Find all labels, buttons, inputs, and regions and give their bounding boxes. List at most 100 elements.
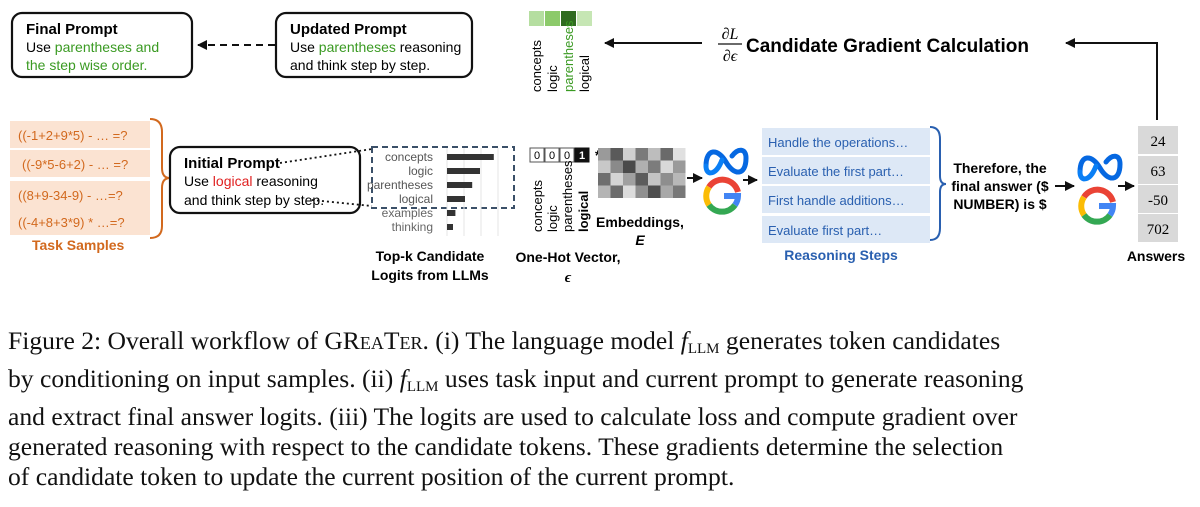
onehot-value-2: 0	[549, 150, 555, 162]
figure-caption: Figure 2: Overall workflow of GReaTer. (…	[8, 326, 1194, 492]
answer-2: 63	[1151, 164, 1166, 180]
caption-figure-label: Figure 2: Overall workflow of	[8, 326, 325, 355]
answer-bg-1	[1138, 126, 1178, 154]
topk-token-3: parentheses	[367, 178, 433, 192]
caption-line-5: of candidate token to update the current…	[8, 462, 735, 491]
embedding-cell	[623, 160, 636, 173]
topk-token-6: thinking	[392, 220, 433, 234]
topk-bar-1	[447, 154, 494, 160]
embedding-cell	[673, 173, 686, 186]
reasoning-step-4: Evaluate first part…	[768, 223, 882, 238]
onehot-token-concepts: concepts	[530, 179, 545, 232]
caption-line-4: generated reasoning with respect to the …	[8, 432, 1004, 461]
updated-prompt-line1-suffix: reasoning	[396, 39, 461, 55]
gradient-title: Candidate Gradient Calculation	[746, 36, 1029, 57]
embedding-cell	[673, 160, 686, 173]
reasoning-steps-label: Reasoning Steps	[784, 247, 898, 263]
task-samples-brace	[149, 118, 171, 239]
embedding-cell	[623, 148, 636, 161]
task-sample-bg-3	[10, 181, 150, 208]
onehot-label-line1: One-Hot Vector,	[515, 249, 620, 265]
topk-label-line2: Logits from LLMs	[371, 267, 489, 283]
reasoning-step-bg-3	[762, 186, 930, 213]
onehot-label-line2: ϵ	[565, 270, 572, 286]
embedding-cell	[598, 160, 611, 173]
therefore-line2: final answer ($	[951, 178, 1048, 194]
meta-logo-icon-2	[1077, 153, 1123, 182]
workflow-figure: Final Prompt Use parentheses and the ste…	[10, 11, 1185, 286]
embedding-cell	[635, 160, 648, 173]
gradient-tokens: concepts logic parentheses logical	[529, 20, 592, 92]
answers: 24 63 -50 702 Answers	[1127, 126, 1185, 264]
task-sample-2: ((-9*5-6+2) - … =?	[22, 157, 128, 172]
embedding-cell	[635, 173, 648, 186]
reasoning-steps: Handle the operations… Evaluate the firs…	[762, 126, 947, 263]
onehot-vector: 0 0 0 1 *	[529, 147, 601, 163]
task-sample-1: ((-1+2+9*5) - … =?	[18, 128, 127, 143]
gradient-square-concepts	[529, 11, 544, 26]
caption-line1-end: generates token candidates	[719, 326, 1001, 355]
embedding-cell	[598, 148, 611, 161]
gradient-square-logic	[545, 11, 560, 26]
updated-prompt-highlight: parentheses	[319, 39, 396, 55]
embedding-cell	[660, 160, 673, 173]
task-sample-4: ((-4+8+3*9) * …=?	[18, 215, 125, 230]
embedding-cell	[673, 185, 686, 198]
svg-text:Use parentheses reasoning: Use parentheses reasoning	[290, 39, 461, 55]
embedding-cell	[660, 173, 673, 186]
embedding-cell	[660, 185, 673, 198]
embedding-cell	[660, 148, 673, 161]
task-sample-bg-1	[10, 121, 150, 148]
topk-logits: conceptslogicparentheseslogicalexamplest…	[367, 150, 494, 234]
task-samples-label: Task Samples	[32, 237, 125, 253]
final-prompt-line1-prefix: Use	[26, 39, 55, 55]
arrow-answers-to-gradient	[1065, 38, 1158, 120]
therefore-line1: Therefore, the	[953, 160, 1047, 176]
task-samples: ((-1+2+9*5) - … =? ((-9*5-6+2) - … =? ((…	[10, 118, 171, 253]
embedding-cell	[648, 148, 661, 161]
embedding-cell	[623, 185, 636, 198]
initial-prompt-line1-prefix: Use	[184, 173, 213, 189]
caption-line2-start: by conditioning on input samples. (ii)	[8, 364, 400, 393]
gradient-squares	[529, 11, 592, 26]
onehot-token-logic: logic	[545, 205, 560, 232]
gradient-square-parentheses	[561, 11, 576, 26]
updated-prompt-title: Updated Prompt	[290, 21, 407, 38]
embedding-cell	[610, 148, 623, 161]
caption-line-2: by conditioning on input samples. (ii) f…	[8, 364, 1194, 402]
topk-token-4: logical	[399, 192, 433, 206]
embedding-cell	[610, 160, 623, 173]
embedding-cell	[648, 173, 661, 186]
topk-bar-6	[447, 224, 453, 230]
embedding-cell	[598, 173, 611, 186]
embedding-cell	[635, 148, 648, 161]
answer-3: -50	[1148, 193, 1168, 209]
initial-prompt-box: Initial Prompt Use logical reasoning and…	[168, 145, 362, 215]
embedding-cell	[648, 160, 661, 173]
topk-bar-5	[447, 210, 456, 216]
initial-prompt-title: Initial Prompt	[184, 155, 280, 172]
gradient-token-logical: logical	[577, 55, 592, 92]
embedding-cell	[610, 173, 623, 186]
caption-line2-end: uses task input and current prompt to ge…	[438, 364, 1024, 393]
final-prompt-line2: the step wise order.	[26, 57, 147, 73]
topk-dashed-box	[371, 146, 515, 209]
reasoning-step-bg-4	[762, 216, 930, 243]
meta-logo-icon	[703, 147, 749, 176]
embedding-cell	[648, 185, 661, 198]
embedding-cell	[598, 185, 611, 198]
embedding-cell	[673, 148, 686, 161]
onehot-value-4: 1	[579, 150, 585, 162]
google-logo-icon-2	[1078, 186, 1117, 225]
caption-part-i: . (i) The language model	[422, 326, 681, 355]
task-sample-bg-4	[10, 208, 150, 235]
reasoning-step-bg-1	[762, 128, 930, 155]
topk-bar-4	[447, 196, 465, 202]
updated-prompt-line2: and think step by step.	[290, 57, 430, 73]
caption-symbol-sub: LLM	[687, 341, 720, 357]
initial-prompt-highlight: logical	[213, 173, 253, 189]
embedding-cell	[610, 185, 623, 198]
topk-token-1: concepts	[385, 150, 433, 164]
topk-bar-2	[447, 168, 480, 174]
initial-prompt-line1-suffix: reasoning	[253, 173, 318, 189]
